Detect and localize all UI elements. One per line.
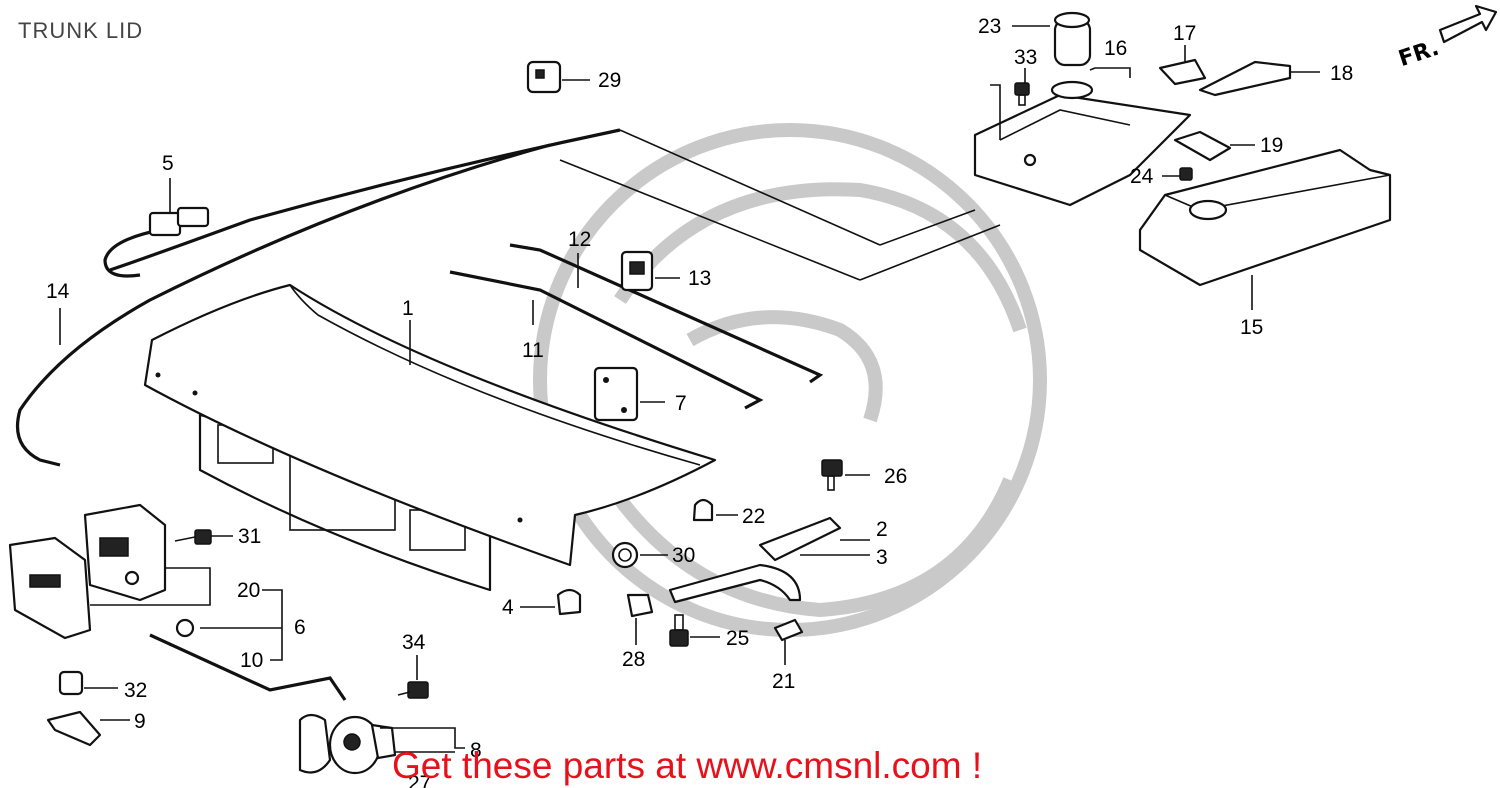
callout-26: 26	[884, 465, 907, 488]
front-label: FR.	[1396, 36, 1442, 72]
key-cylinder-23	[1053, 11, 1092, 67]
clip-28	[626, 593, 654, 618]
bolt-33	[1014, 82, 1030, 106]
callout-15: 15	[1240, 316, 1263, 339]
bolt-34	[397, 681, 429, 699]
callout-30: 30	[672, 544, 695, 567]
pad-17	[1158, 58, 1207, 86]
torsion-bar-right	[509, 243, 824, 384]
fuel-opener-switch	[103, 206, 210, 278]
callout-11: 11	[522, 339, 544, 362]
grommet-19	[1173, 130, 1232, 162]
bumper-4	[556, 588, 582, 616]
cushion-22	[692, 498, 714, 522]
clip-29	[526, 60, 562, 94]
callout-23: 23	[978, 15, 1001, 38]
callout-12: 12	[568, 228, 591, 251]
callout-27: 27	[408, 772, 431, 788]
lid-bumper-13	[620, 250, 654, 292]
clip-9	[46, 710, 102, 747]
clip-24	[1179, 167, 1193, 181]
hinge-2-3	[668, 516, 842, 604]
callout-28: 28	[622, 648, 645, 671]
washer-16	[1050, 80, 1094, 100]
callout-14: 14	[46, 280, 70, 303]
callout-3: 3	[876, 546, 888, 569]
callout-18: 18	[1330, 62, 1353, 85]
callout-33: 33	[1014, 46, 1037, 69]
callout-labels: 1 2 3 4 5 6 7 8 9 10 11 12 13 14 15 16 1…	[46, 15, 1353, 788]
opener-cable	[15, 143, 551, 467]
callout-6: 6	[294, 616, 306, 639]
callout-13: 13	[688, 267, 711, 290]
bumper-32	[58, 670, 84, 696]
callout-24: 24	[1130, 165, 1154, 188]
callout-20: 20	[237, 579, 260, 602]
callout-16: 16	[1104, 37, 1127, 60]
callout-34: 34	[402, 631, 426, 654]
callout-8: 8	[470, 739, 482, 762]
callout-1: 1	[402, 297, 414, 320]
latch-assembly-20	[83, 503, 167, 602]
callout-29: 29	[598, 69, 621, 92]
trunk-lid-panel	[143, 283, 717, 592]
opener-cable-upper	[109, 128, 621, 272]
callout-32: 32	[124, 679, 147, 702]
bumper-21	[773, 618, 804, 642]
callout-22: 22	[742, 505, 765, 528]
callout-7: 7	[675, 392, 687, 415]
bolt-25	[669, 614, 689, 647]
torsion-bar-left	[449, 270, 764, 410]
opener-cover-15	[1138, 148, 1392, 287]
callout-5: 5	[162, 152, 174, 175]
leader-lines	[59, 25, 1320, 753]
bolt-31	[174, 529, 212, 545]
bolt-26	[821, 459, 843, 491]
release-cable-ends	[859, 209, 1001, 281]
lever-18	[1198, 60, 1292, 97]
callout-25: 25	[726, 627, 749, 650]
promo-banner[interactable]: Get these parts at www.cmsnl.com !	[392, 745, 982, 786]
callout-10: 10	[240, 649, 263, 672]
callout-21: 21	[772, 670, 795, 693]
latch-cover	[8, 536, 92, 640]
striker-plate-7	[593, 366, 639, 422]
grommet-6	[175, 618, 195, 638]
diagram-title: TRUNK LID	[18, 18, 143, 43]
callout-17: 17	[1173, 22, 1196, 45]
grommet-30	[611, 541, 639, 569]
callout-31: 31	[238, 525, 261, 548]
callout-4: 4	[502, 596, 514, 619]
opener-bracket-assembly	[973, 93, 1192, 207]
callout-19: 19	[1260, 134, 1283, 157]
release-cable-lines	[559, 129, 881, 281]
latch-rod-10	[149, 633, 347, 701]
lock-cylinder-8	[298, 713, 397, 775]
front-direction-indicator: FR.	[1396, 4, 1498, 72]
callout-9: 9	[134, 710, 146, 733]
callout-2: 2	[876, 518, 888, 541]
